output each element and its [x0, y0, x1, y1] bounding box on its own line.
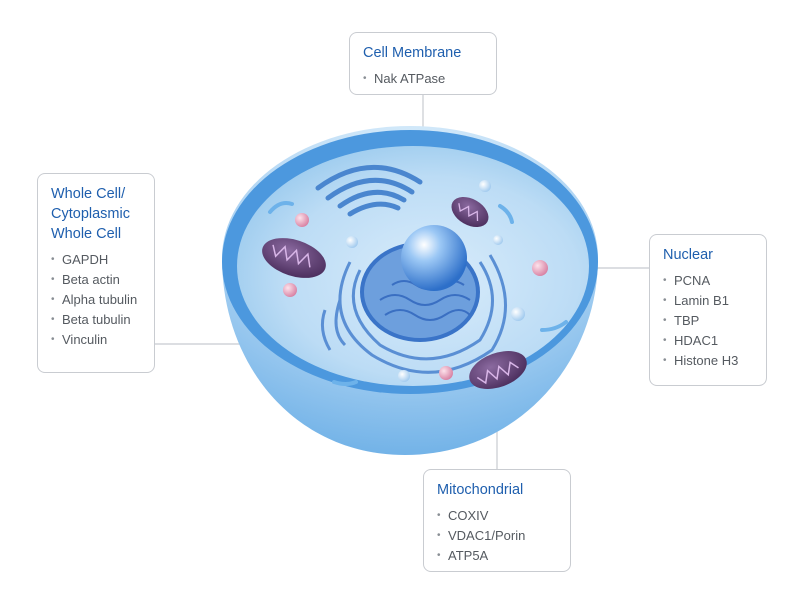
marker-item: TBP [663, 311, 754, 331]
mitochondrion-left [262, 238, 326, 278]
label-card-whole-cell: Whole Cell/ Cytoplasmic Whole Cell GAPDH… [37, 173, 155, 373]
card-title-whole-cell: Whole Cell/ Cytoplasmic Whole Cell [51, 186, 130, 242]
card-title-mitochondrial: Mitochondrial [437, 482, 524, 498]
golgi-apparatus [315, 164, 423, 217]
marker-item: VDAC1/Porin [437, 526, 558, 546]
marker-item: ATP5A [437, 546, 558, 566]
marker-item: COXIV [437, 506, 558, 526]
marker-item: GAPDH [51, 250, 142, 270]
nucleolus [401, 225, 467, 291]
marker-list-mitochondrial: COXIV VDAC1/Porin ATP5A [437, 506, 558, 566]
marker-item: Lamin B1 [663, 291, 754, 311]
marker-list-nuclear: PCNA Lamin B1 TBP HDAC1 Histone H3 [663, 271, 754, 371]
marker-item: Beta tubulin [51, 310, 142, 330]
marker-item: Vinculin [51, 330, 142, 350]
marker-list-whole-cell: GAPDH Beta actin Alpha tubulin Beta tubu… [51, 250, 142, 350]
vesicles [283, 180, 548, 382]
label-card-nuclear: Nuclear PCNA Lamin B1 TBP HDAC1 Histone … [649, 234, 767, 386]
label-card-cell-membrane: Cell Membrane Nak ATPase [349, 32, 497, 95]
mitochondrion-bottom [469, 351, 527, 389]
mitochondrion-right-top [451, 196, 489, 228]
marker-item: HDAC1 [663, 331, 754, 351]
label-card-mitochondrial: Mitochondrial COXIV VDAC1/Porin ATP5A [423, 469, 571, 572]
marker-item: PCNA [663, 271, 754, 291]
endoplasmic-reticulum [320, 254, 507, 374]
microtubules [268, 201, 568, 386]
card-title-cell-membrane: Cell Membrane [363, 45, 462, 61]
marker-item: Alpha tubulin [51, 290, 142, 310]
marker-list-cell-membrane: Nak ATPase [363, 69, 484, 89]
marker-item: Beta actin [51, 270, 142, 290]
marker-item: Nak ATPase [363, 69, 484, 89]
marker-item: Histone H3 [663, 351, 754, 371]
card-title-nuclear: Nuclear [663, 247, 713, 263]
